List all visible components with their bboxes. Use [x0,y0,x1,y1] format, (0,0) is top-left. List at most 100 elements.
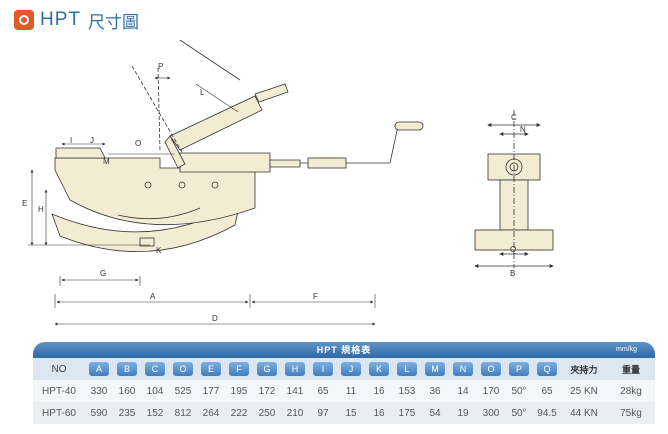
table-cell: 25 KN [561,380,607,402]
spec-column-label: F [229,362,249,376]
spec-table-title: HPT 規格表 [316,345,372,355]
vise-side-view [51,40,424,253]
spec-column-header: L [393,358,421,380]
spec-column-header: A [85,358,113,380]
dimension-lines [28,76,376,326]
table-cell: 153 [393,380,421,402]
spec-column-label: H [285,362,305,376]
table-cell: 264 [197,402,225,424]
spec-column-header: H [281,358,309,380]
dimension-labels: P L C N I J O M E H K G A F D Q B [22,62,526,323]
table-cell: 97 [309,402,337,424]
table-cell: 195 [225,380,253,402]
table-cell: 15 [337,402,365,424]
dim-label-B: B [510,269,515,278]
table-cell: 50° [505,380,533,402]
table-cell: 525 [169,380,197,402]
table-cell: 141 [281,380,309,402]
spec-column-label: E [201,362,221,376]
dim-label-D: D [212,314,218,323]
table-cell: 54 [421,402,449,424]
dim-label-Q: Q [510,245,516,254]
table-cell: 65 [533,380,561,402]
table-cell: 11 [337,380,365,402]
dim-label-I: I [70,136,72,145]
brand-name: HPT [40,9,81,30]
table-cell: 330 [85,380,113,402]
dim-label-N: N [520,125,526,134]
spec-column-header: I [309,358,337,380]
table-cell: 28kg [607,380,655,402]
spec-column-label: P [509,362,529,376]
spec-column-label: J [341,362,361,376]
dim-label-M: M [103,157,110,166]
dim-label-F: F [313,292,318,301]
spec-column-label: G [257,362,277,376]
dim-label-O: O [135,139,141,148]
table-cell: 175 [393,402,421,424]
table-cell: 94.5 [533,402,561,424]
spec-column-header: 重量 [607,358,655,380]
spec-column-header: O [477,358,505,380]
dim-label-A: A [150,292,156,301]
table-cell: 65 [309,380,337,402]
spec-column-label: 重量 [621,365,640,376]
table-cell: 36 [421,380,449,402]
dim-label-E: E [22,199,27,208]
spec-column-label: N [453,362,473,376]
spec-column-label: NO [51,363,67,375]
spec-column-header: B [113,358,141,380]
spec-column-header: N [449,358,477,380]
table-cell: 104 [141,380,169,402]
table-cell: 812 [169,402,197,424]
spec-column-header: P [505,358,533,380]
brand-logo-icon [14,10,34,30]
spec-column-label: Q [537,362,557,376]
table-cell: 210 [281,402,309,424]
table-cell: 16 [365,380,393,402]
spec-column-header: NO [33,358,85,380]
table-cell: 177 [197,380,225,402]
spec-column-header: K [365,358,393,380]
spec-column-header: G [253,358,281,380]
spec-column-label: L [397,362,417,376]
dimension-drawing: P L C N I J O M E H K G A F D Q B [22,40,554,326]
spec-column-header: J [337,358,365,380]
spec-column-header: O [169,358,197,380]
table-cell: 50° [505,402,533,424]
table-cell: 222 [225,402,253,424]
table-cell: 250 [253,402,281,424]
table-cell: 14 [449,380,477,402]
spec-column-label: A [89,362,109,376]
dim-label-G: G [100,269,106,278]
spec-column-label: O [173,362,193,376]
dim-label-P: P [158,62,163,71]
vise-front-view [474,110,554,268]
spec-column-header: M [421,358,449,380]
table-cell: HPT-60 [33,402,85,424]
table-cell: 75kg [607,402,655,424]
spec-column-label: I [313,362,333,376]
page-header: HPT 尺寸圖 [14,6,139,34]
spec-column-label: O [481,362,501,376]
table-cell: 44 KN [561,402,607,424]
spec-table-header: HPT 規格表 mm/kg [33,342,655,358]
table-cell: 160 [113,380,141,402]
spec-column-label: B [117,362,137,376]
table-cell: 170 [477,380,505,402]
dim-label-H: H [38,205,44,214]
table-cell: 172 [253,380,281,402]
table-cell: 235 [113,402,141,424]
spec-table-unit: mm/kg [616,346,637,353]
spec-column-header: Q [533,358,561,380]
spec-column-label: K [369,362,389,376]
page-title: 尺寸圖 [88,12,139,33]
spec-column-label: M [425,362,445,376]
table-cell: 590 [85,402,113,424]
table-cell: 300 [477,402,505,424]
